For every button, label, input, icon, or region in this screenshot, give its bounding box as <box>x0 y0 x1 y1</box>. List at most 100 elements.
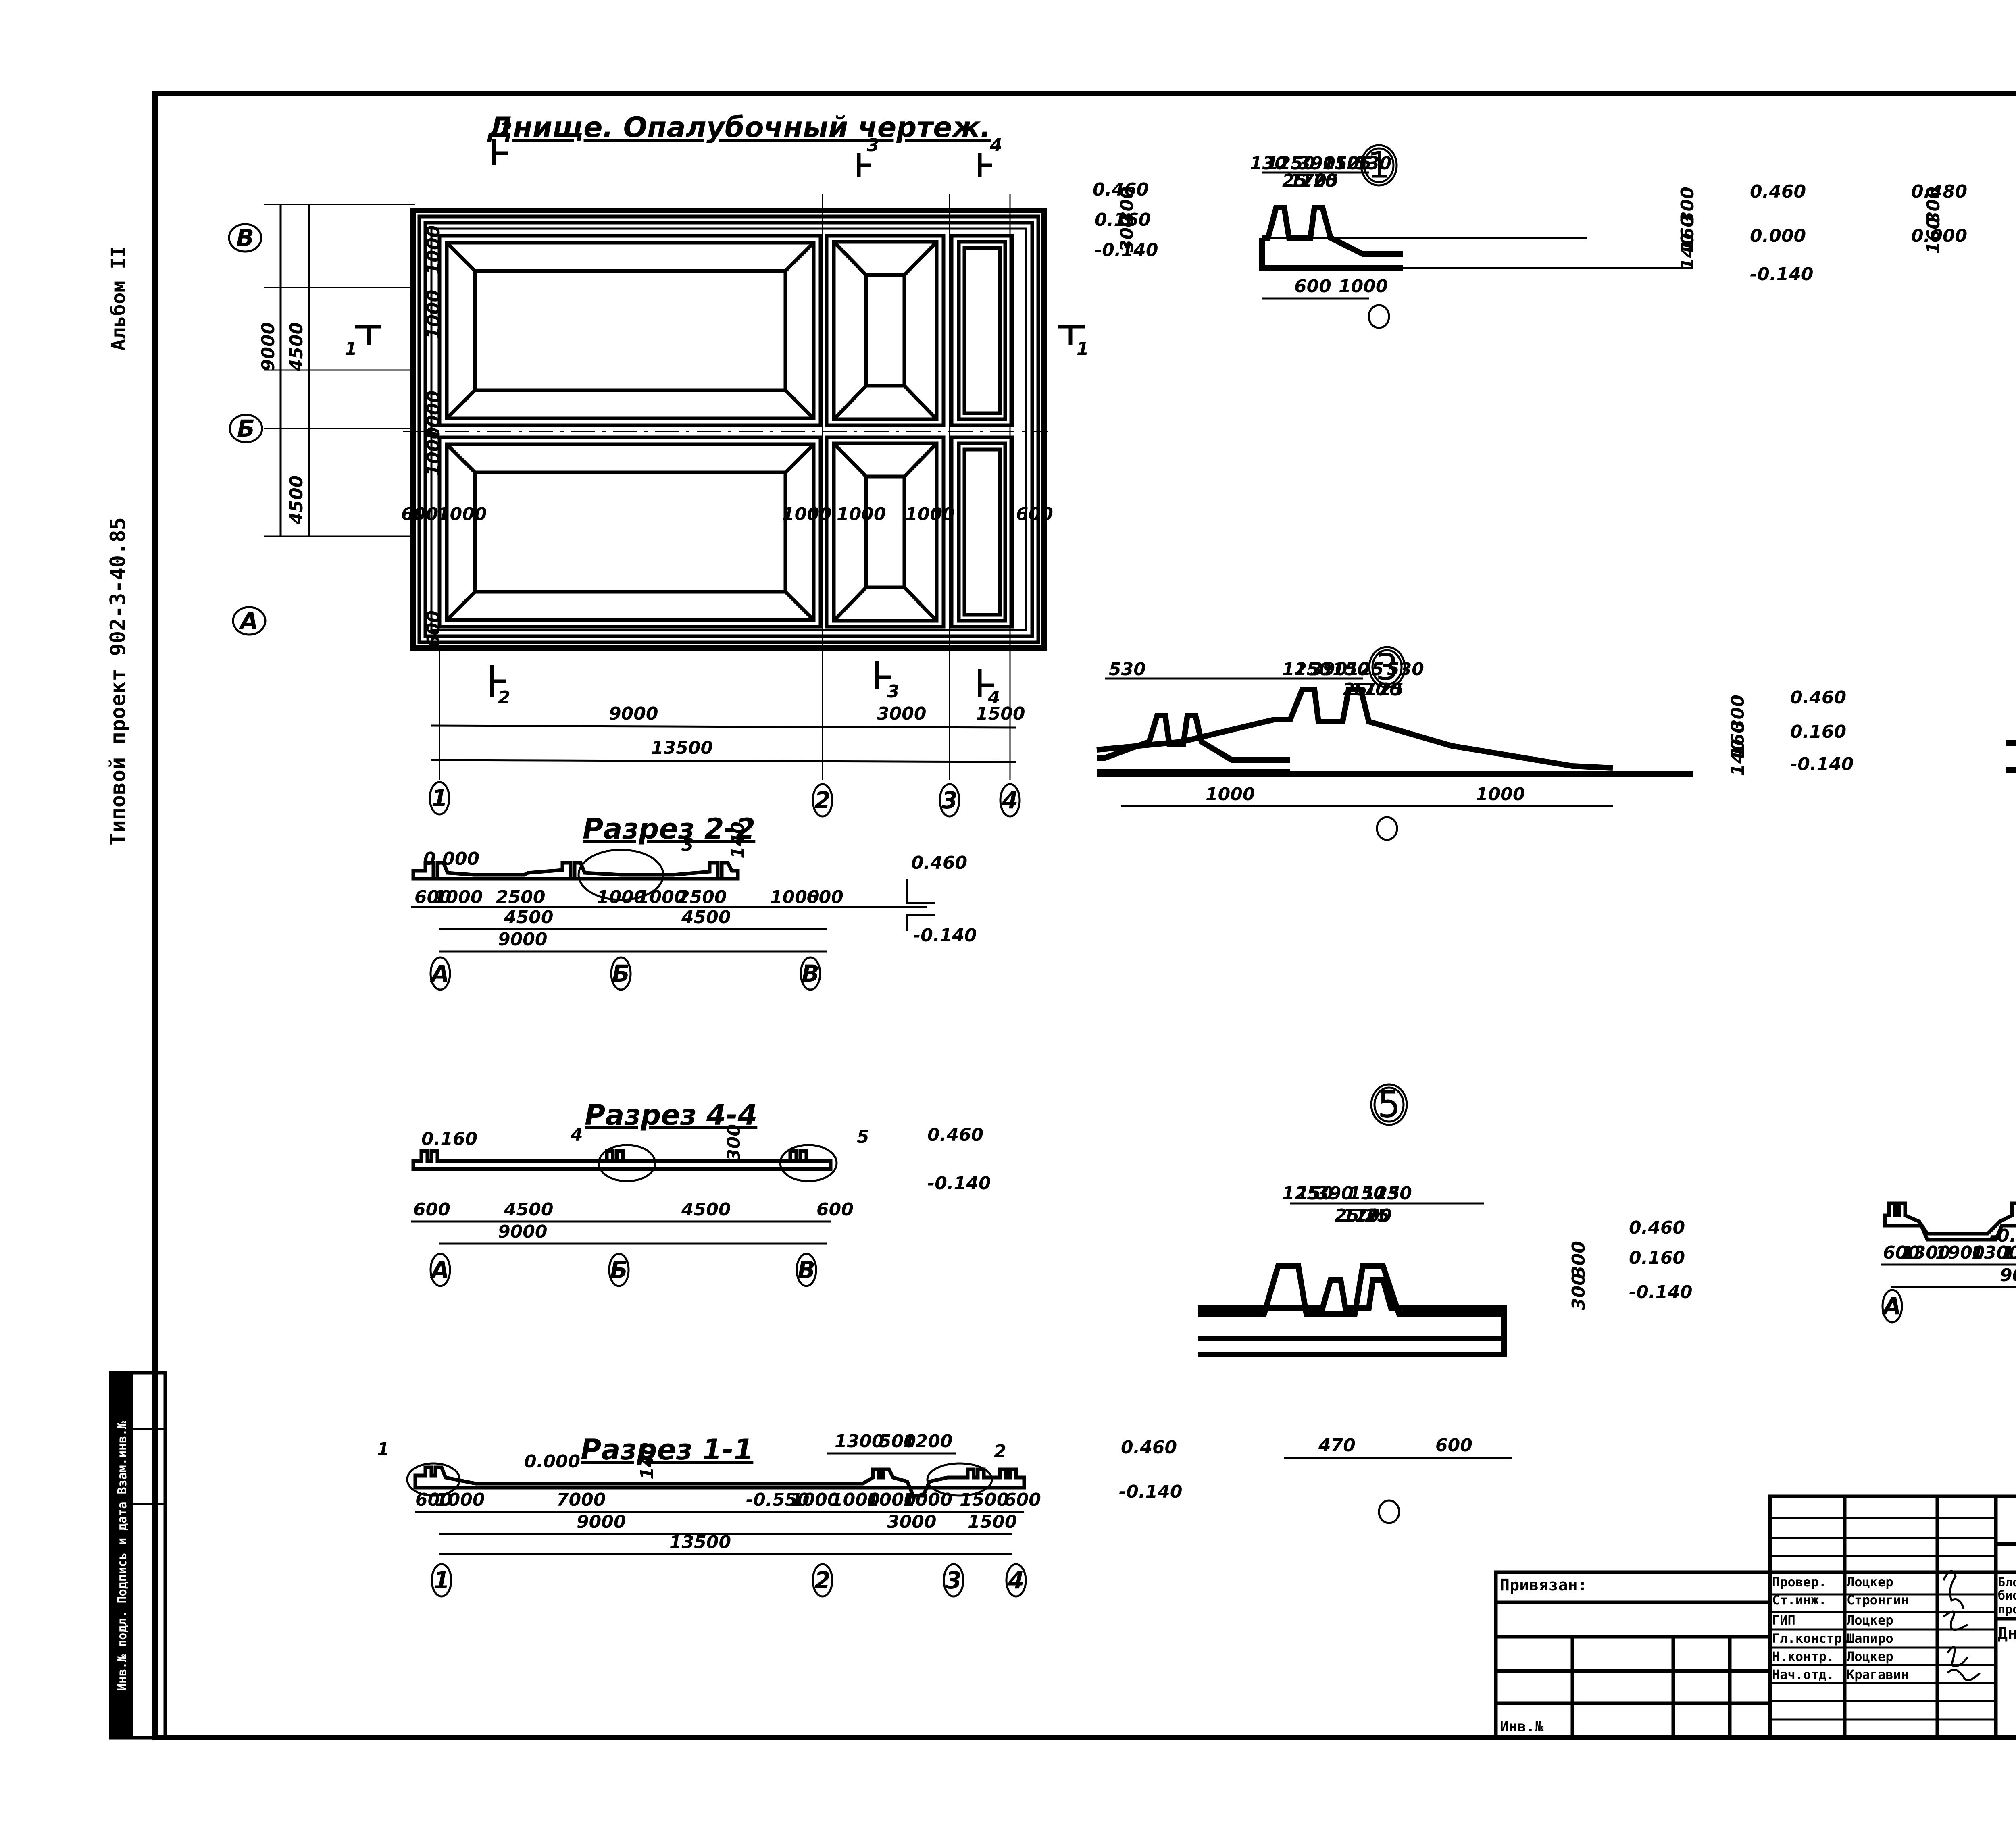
s11-level-0: 0.000 <box>524 1451 580 1472</box>
svg-text:470: 470 <box>1318 1435 1356 1456</box>
svg-text:2500: 2500 <box>496 887 545 907</box>
plan-dim-span-1: 3000 <box>877 703 926 724</box>
object-line-2: производительностью 200 м³/сутки <box>1998 1602 2016 1617</box>
s44-axis-V: В <box>796 1253 817 1287</box>
s44-callout-1: 5 <box>857 1127 869 1147</box>
node-4: 4 125 150 390 150 125 25 170 170 25 0.46… <box>2006 740 2016 773</box>
s11-axis-4: 4 <box>1005 1563 1027 1598</box>
section-mark-4-top: 4 <box>978 135 1002 177</box>
s33-axis-A: А <box>1881 1289 1903 1324</box>
plan-cell-large-bottom <box>437 435 823 629</box>
svg-text:3: 3 <box>941 787 958 814</box>
svg-text:150: 150 <box>1278 153 1315 174</box>
svg-text:600: 600 <box>1294 276 1331 297</box>
svg-text:125: 125 <box>1282 1183 1319 1204</box>
s44-dim: 600 <box>816 1199 854 1220</box>
plan-inner-dim: 1000 <box>905 504 954 524</box>
svg-text:А: А <box>430 1256 450 1284</box>
node-3: 3 530 125 150 390 150 125 530 25 170 170… <box>1096 646 1854 841</box>
svg-text:500: 500 <box>879 1431 916 1452</box>
svg-text:130: 130 <box>1250 153 1287 174</box>
axis-bubble-B: Б <box>229 414 263 443</box>
s22-axis-A: А <box>429 956 451 991</box>
svg-text:1000: 1000 <box>831 1490 880 1510</box>
plan-dim-total: 13500 <box>651 738 713 758</box>
svg-text:300: 300 <box>1923 187 1944 224</box>
svg-text:300: 300 <box>1568 1241 1589 1278</box>
svg-text:-0.140: -0.140 <box>1750 264 1813 285</box>
svg-text:530: 530 <box>1109 659 1146 680</box>
axis-bubble-A: А <box>232 606 267 636</box>
svg-text:В: В <box>236 224 254 252</box>
svg-text:-0.140: -0.140 <box>1629 1282 1692 1303</box>
album-label: Альбом II <box>107 246 130 351</box>
plan-inner-dim-v: 600 <box>423 610 444 647</box>
s22-span-1: 4500 <box>681 907 731 928</box>
plan-inner-dim-v: 1000 <box>423 290 444 339</box>
svg-text:0.000: 0.000 <box>1911 226 1967 246</box>
svg-text:Лоцкер: Лоцкер <box>1847 1613 1893 1628</box>
plan-inner-dim-v: 1000 <box>423 391 444 440</box>
svg-text:1900: 1900 <box>1935 1242 1985 1263</box>
svg-text:170: 170 <box>1300 171 1337 191</box>
sheet-title-0: Днище. Опалубочный чертеж <box>1998 1624 2016 1643</box>
svg-text:300: 300 <box>1117 187 1137 224</box>
s44-axis-A: А <box>429 1253 451 1287</box>
s22-level-0: 0.000 <box>423 849 479 869</box>
svg-text:530: 530 <box>1387 659 1424 680</box>
inv-label: Инв.№ <box>1500 1719 1544 1735</box>
section-2-2: Разрез 2-2 3 0.000 0.460 -0.140 140 600 … <box>411 812 977 991</box>
plan-title: Днище. Опалубочный чертеж. <box>487 111 991 144</box>
s11-level-3: -0.550 <box>746 1490 809 1510</box>
s22-level-2: -0.140 <box>913 925 977 946</box>
svg-text:Крагавин: Крагавин <box>1847 1667 1909 1682</box>
svg-text:170: 170 <box>1365 679 1402 700</box>
s11-level-2: -0.140 <box>1119 1482 1182 1502</box>
s11-total: 13500 <box>669 1532 731 1552</box>
plan-dim-span-0: 9000 <box>609 703 658 724</box>
svg-text:150: 150 <box>1296 1183 1333 1204</box>
svg-text:2500: 2500 <box>677 887 727 907</box>
svg-text:4: 4 <box>987 687 1000 708</box>
section-mark-3-top: 3 <box>857 135 879 177</box>
s44-axis-B: Б <box>608 1253 630 1287</box>
svg-text:1000: 1000 <box>770 887 819 907</box>
s33-total: 9000 <box>2000 1265 2016 1286</box>
svg-text:Н.контр.: Н.контр. <box>1772 1649 1834 1664</box>
svg-text:1000: 1000 <box>1339 276 1388 297</box>
signature-table: Провер. Лоцкер Ст.инж. Стронгин ГИП Лоцк… <box>1772 1574 1909 1682</box>
svg-text:Провер.: Провер. <box>1772 1574 1826 1590</box>
svg-text:Б: Б <box>612 960 630 987</box>
s11-thickness: 140 <box>637 1442 658 1480</box>
svg-text:3: 3 <box>887 681 900 702</box>
svg-text:0.480: 0.480 <box>1911 181 1967 202</box>
axis-bubble-1: 1 <box>429 781 450 816</box>
node-2: 2 530 125 150 390 150 125 25 170 170 25 … <box>1911 181 1967 254</box>
s11-span: 1500 <box>968 1512 1017 1532</box>
node-1-dims: 130 125 150 390 150 125 530 25 170 170 2… <box>1093 153 1813 300</box>
svg-text:Лоцкер: Лоцкер <box>1847 1649 1893 1664</box>
axis-bubble-4: 4 <box>999 783 1021 818</box>
inventory-stamp-band <box>111 1373 133 1738</box>
svg-text:3: 3 <box>867 135 879 156</box>
svg-text:25: 25 <box>1314 171 1338 191</box>
s22-axis-B: Б <box>610 956 632 991</box>
node-2-dims: 530 125 150 390 150 125 25 170 170 25 0.… <box>1911 181 1967 254</box>
svg-text:1000: 1000 <box>790 1490 839 1510</box>
svg-text:Лоцкер: Лоцкер <box>1847 1574 1893 1590</box>
plan-view: Днище. Опалубочный чертеж. <box>228 111 1089 818</box>
svg-text:300: 300 <box>1728 695 1748 732</box>
svg-text:600: 600 <box>415 1490 452 1510</box>
section-mark-1-left: 1 <box>345 325 381 359</box>
svg-text:1200: 1200 <box>903 1431 952 1452</box>
svg-text:4: 4 <box>1008 1567 1024 1594</box>
svg-text:1: 1 <box>431 785 448 812</box>
svg-text:25: 25 <box>1282 171 1307 191</box>
svg-text:170: 170 <box>1343 1205 1380 1226</box>
svg-text:0.460: 0.460 <box>1790 687 1846 708</box>
svg-text:1500: 1500 <box>960 1490 1009 1510</box>
s44-callout-0: 4 <box>570 1125 583 1145</box>
svg-text:390: 390 <box>1298 153 1335 174</box>
s11-span: 3000 <box>887 1512 936 1532</box>
s33-dims: 600 1300 1900 1300 1300 1900 1300 600 <box>1883 1242 2016 1263</box>
